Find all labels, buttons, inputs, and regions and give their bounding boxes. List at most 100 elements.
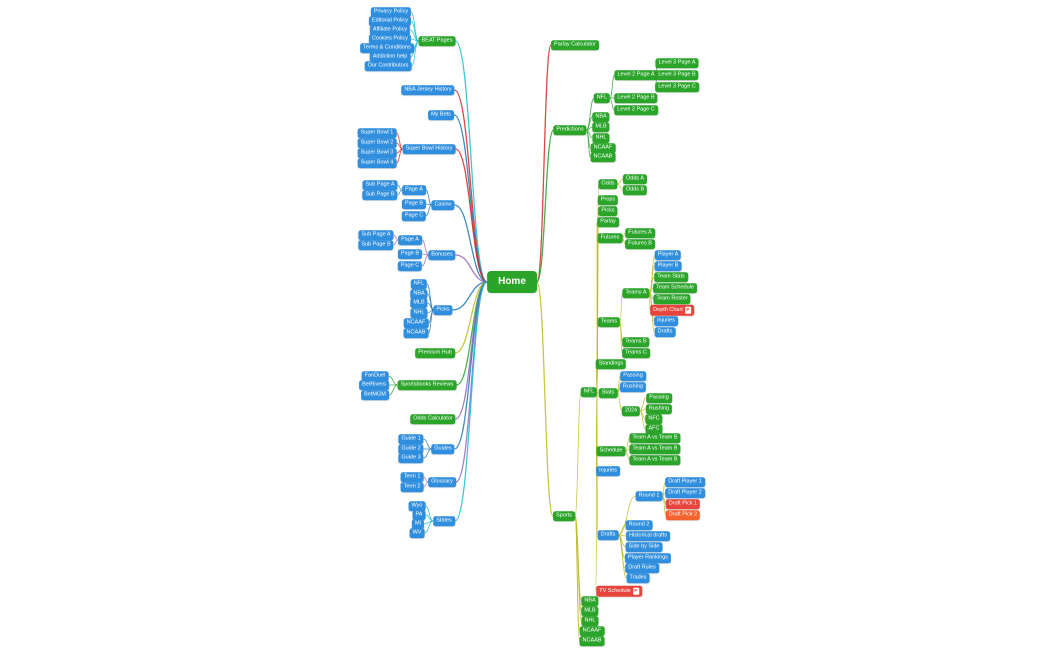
node-dk2[interactable]: Draft Pick 2 xyxy=(665,510,701,520)
node-sbh1[interactable]: Super Bowl 1 xyxy=(357,128,397,138)
node-casA1[interactable]: Sub Page A xyxy=(362,180,398,190)
node-troster[interactable]: Team Roster xyxy=(653,294,691,304)
node-tsched[interactable]: Team Schedule xyxy=(653,283,697,293)
node-picks2[interactable]: NBA xyxy=(410,289,428,299)
node-snba[interactable]: NBA xyxy=(581,596,599,606)
node-oddsB[interactable]: Odds B xyxy=(622,185,648,195)
node-tstats[interactable]: Team Stats xyxy=(654,272,688,282)
node-beat[interactable]: BEAT Pages xyxy=(418,36,456,46)
node-teamsB[interactable]: Teams B xyxy=(622,337,650,347)
node-prednba[interactable]: NBA xyxy=(592,112,610,122)
node-beat6[interactable]: Addiction help xyxy=(369,52,411,62)
node-drules[interactable]: Draft Rules xyxy=(625,563,659,573)
node-premium[interactable]: Premium Hub xyxy=(415,348,455,358)
node-sbh2[interactable]: Super Bowl 2 xyxy=(357,138,397,148)
node-r2[interactable]: Round 2 xyxy=(625,520,653,530)
node-casA[interactable]: Page A xyxy=(402,185,426,195)
node-l3c[interactable]: Level 3 Page C xyxy=(655,82,699,92)
node-mybets[interactable]: My Bets xyxy=(428,110,454,120)
node-sports[interactable]: Sports xyxy=(553,511,575,521)
node-statsRush[interactable]: Rushing xyxy=(619,382,647,392)
node-bon[interactable]: Bonuses xyxy=(428,250,456,260)
node-sched[interactable]: Schedule xyxy=(596,446,626,456)
node-sparlay[interactable]: Parlay xyxy=(597,217,619,227)
node-picks4[interactable]: NHL xyxy=(410,308,428,318)
node-oddsA[interactable]: Odds A xyxy=(622,174,648,184)
node-beat5[interactable]: Terms & Conditions xyxy=(360,43,414,53)
node-yAFC[interactable]: AFC xyxy=(645,424,663,434)
node-beat4[interactable]: Cookies Policy xyxy=(368,34,412,44)
node-sbh[interactable]: Super Bowl History xyxy=(402,144,456,154)
node-bonB[interactable]: Page B xyxy=(397,249,423,259)
node-reviews[interactable]: Sportsbooks Reviews xyxy=(397,380,457,390)
node-beat7[interactable]: Our Contributors xyxy=(364,61,412,71)
node-schA[interactable]: Team A vs Team B xyxy=(629,433,681,443)
node-bonC[interactable]: Page C xyxy=(397,261,423,271)
node-oddscalc[interactable]: Odds Calculator xyxy=(410,414,456,424)
node-futA[interactable]: Futures A xyxy=(625,228,655,238)
node-prank[interactable]: Player Rankings xyxy=(624,553,672,563)
node-l3b[interactable]: Level 3 Page B xyxy=(655,70,699,80)
node-predncaaf[interactable]: NCAAF xyxy=(590,143,616,153)
node-sbh3[interactable]: Super Bowl 3 xyxy=(357,148,397,158)
node-teams[interactable]: Teams xyxy=(597,317,621,327)
node-r1[interactable]: Round 1 xyxy=(635,491,663,501)
node-props[interactable]: Props xyxy=(597,195,619,205)
node-beat2[interactable]: Editorial Policy xyxy=(368,16,412,26)
node-schC[interactable]: Team A vs Team B xyxy=(629,455,681,465)
node-st3[interactable]: MI xyxy=(411,519,425,529)
node-g3[interactable]: Guide 3 xyxy=(398,453,424,463)
node-hist[interactable]: Historical drafts xyxy=(626,531,670,541)
node-picks3[interactable]: MLB xyxy=(410,298,428,308)
node-stats[interactable]: Stats xyxy=(598,388,618,398)
node-statsPass[interactable]: Passing xyxy=(620,371,646,381)
node-pA[interactable]: Player A xyxy=(654,250,682,260)
node-futB[interactable]: Futures B xyxy=(625,239,655,249)
node-rev3[interactable]: BetMGM xyxy=(361,390,389,400)
node-st1[interactable]: Wyo xyxy=(408,501,426,511)
node-l2a[interactable]: Level 2 Page A xyxy=(614,70,658,80)
node-rev1[interactable]: FanDuel xyxy=(361,371,389,381)
node-jersey[interactable]: NBA Jersey History xyxy=(401,85,455,95)
node-casA2[interactable]: Sub Page B xyxy=(362,190,398,200)
node-spicks[interactable]: Picks xyxy=(598,206,618,216)
node-rev2[interactable]: BetRivers xyxy=(359,380,389,390)
node-home[interactable]: Home xyxy=(487,271,537,293)
node-l3a[interactable]: Level 3 Page A xyxy=(655,58,699,68)
node-pred[interactable]: Predictions xyxy=(553,125,587,135)
node-snhl[interactable]: NHL xyxy=(581,616,599,626)
node-picks1[interactable]: NFL xyxy=(410,279,428,289)
node-yNFC[interactable]: NFC xyxy=(645,414,663,424)
node-st2[interactable]: PA xyxy=(412,510,426,520)
node-dp2[interactable]: Draft Player 2 xyxy=(665,488,705,498)
node-bonA2[interactable]: Sub Page B xyxy=(358,240,394,250)
node-predmlb[interactable]: MLB xyxy=(592,122,610,132)
node-picks[interactable]: Picks xyxy=(433,305,453,315)
node-picks5[interactable]: NCAAF xyxy=(403,318,429,328)
node-odds[interactable]: Odds xyxy=(598,179,618,189)
node-t1[interactable]: Term 1 xyxy=(400,472,424,482)
node-prednfl[interactable]: NFL xyxy=(593,93,611,103)
node-fut[interactable]: Futures xyxy=(597,233,623,243)
node-pB[interactable]: Player B xyxy=(654,261,682,271)
node-trades[interactable]: Trades xyxy=(626,573,650,583)
node-schB[interactable]: Team A vs Team B xyxy=(629,444,681,454)
node-drafts[interactable]: Drafts xyxy=(597,530,619,540)
node-parlay[interactable]: Parlay Calculator xyxy=(551,40,599,50)
node-guides[interactable]: Guides xyxy=(431,444,455,454)
node-casino[interactable]: Casino xyxy=(431,200,455,210)
node-teamsC[interactable]: Teams C xyxy=(622,348,650,358)
node-g2[interactable]: Guide 2 xyxy=(398,444,424,454)
node-st4[interactable]: WV xyxy=(409,528,425,538)
node-glossary[interactable]: Glossary xyxy=(428,477,456,487)
node-beat3[interactable]: Affiliate Policy xyxy=(369,25,411,35)
node-sinj[interactable]: Injuries xyxy=(596,466,620,476)
node-g1[interactable]: Guide 1 xyxy=(398,434,424,444)
node-l2b[interactable]: Level 2 Page B xyxy=(614,93,658,103)
node-sncaab[interactable]: NCAAB xyxy=(579,636,605,646)
node-tinj[interactable]: Injuries xyxy=(654,316,678,326)
node-casC[interactable]: Page C xyxy=(401,211,427,221)
node-states[interactable]: States xyxy=(433,516,455,526)
